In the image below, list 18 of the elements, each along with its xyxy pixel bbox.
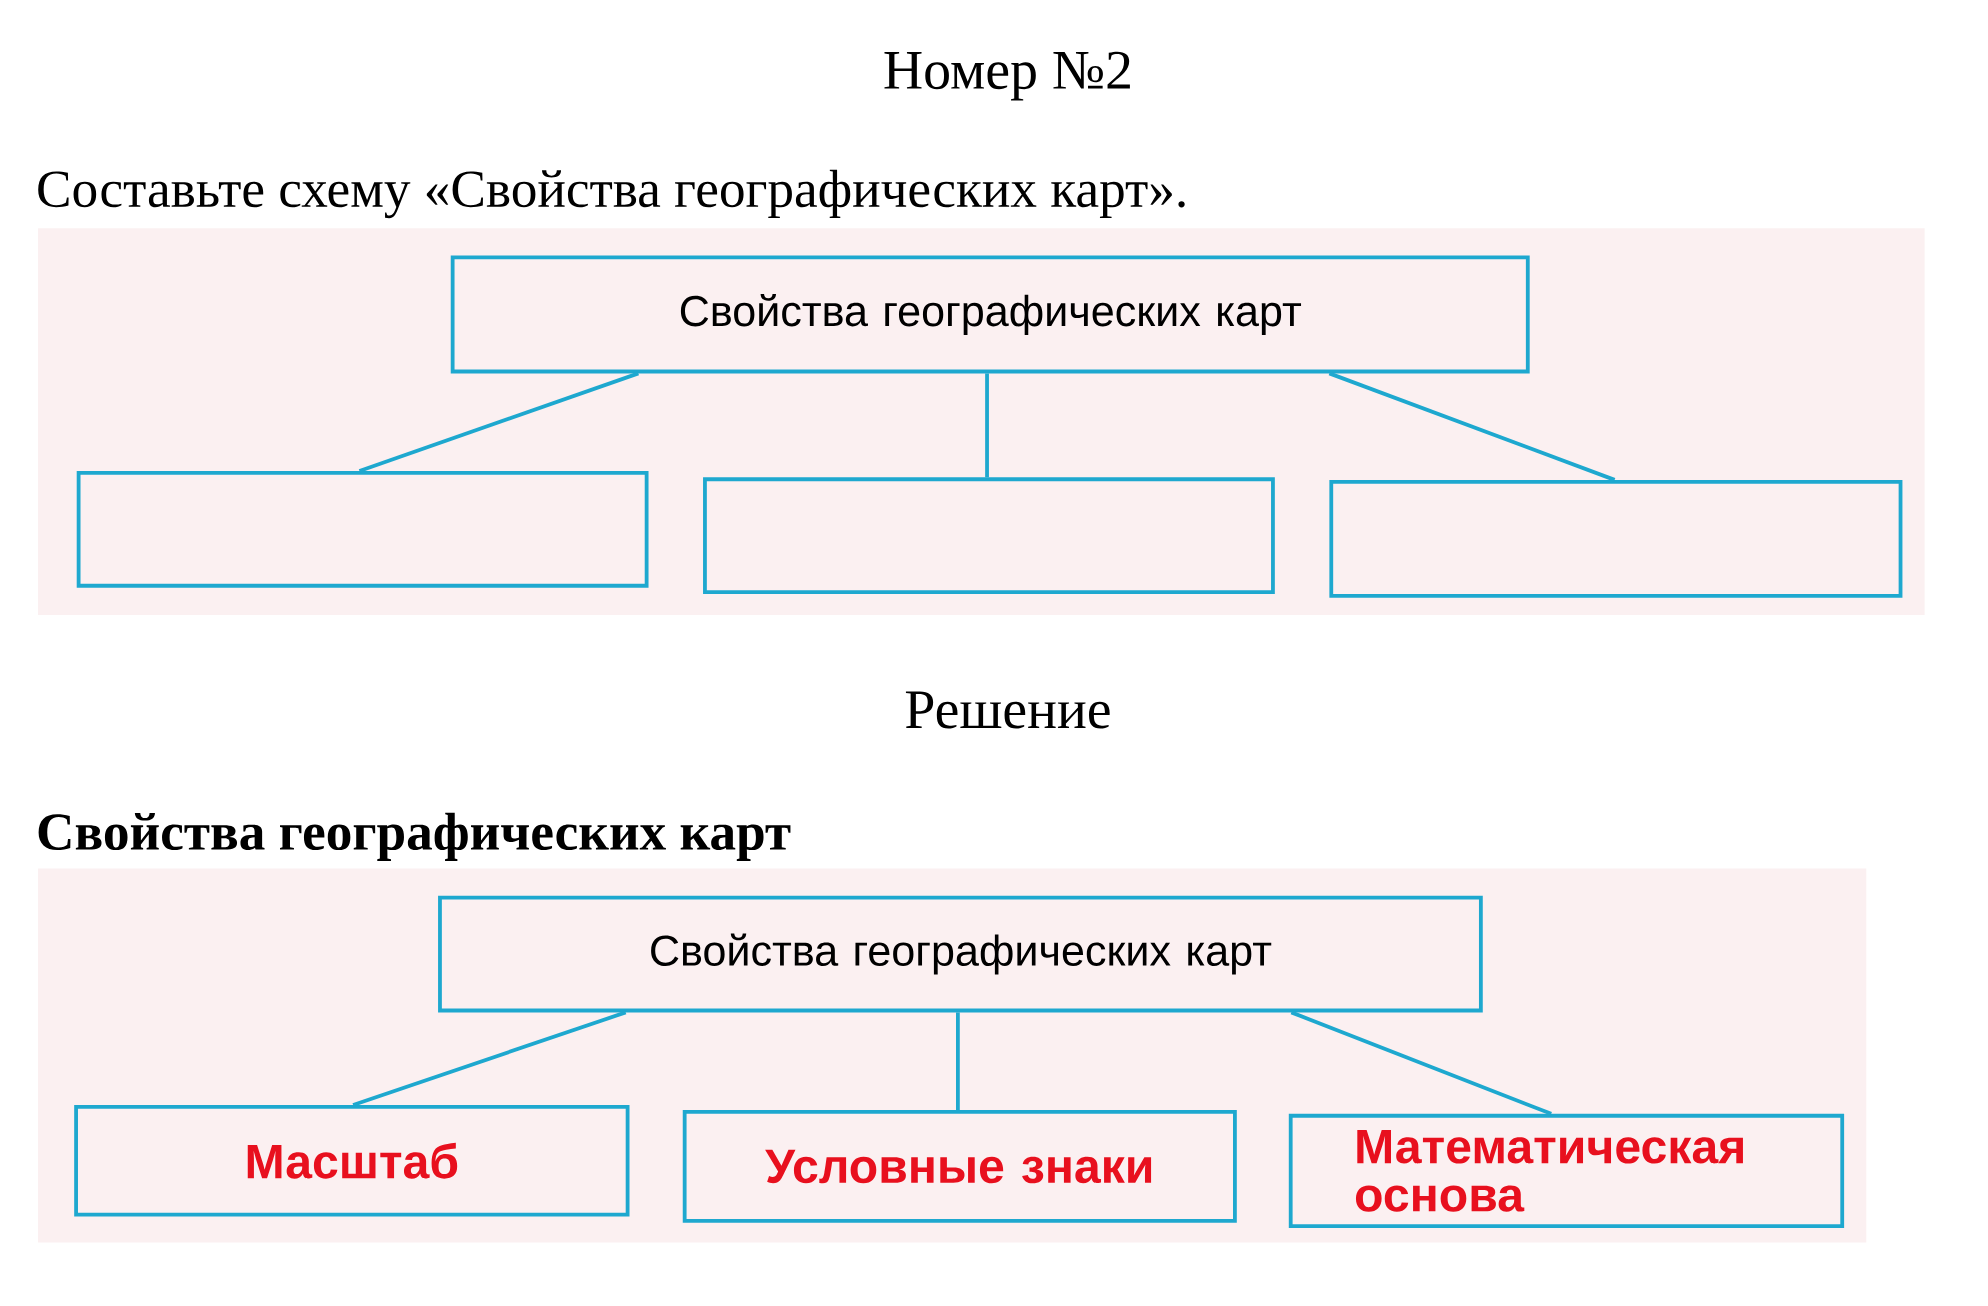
process-box: Свойства географических карт (438, 895, 1483, 1013)
connector-line (956, 1012, 960, 1111)
connector-line (985, 373, 989, 478)
process-box: Условные знаки (682, 1110, 1237, 1223)
connector-line (1290, 1010, 1552, 1116)
process-box: Свойства географических карт (450, 255, 1530, 374)
empty-box (76, 471, 649, 588)
instruction-text: Составьте схему «Свойства географических карт». (38, 169, 1185, 219)
connector-line (1328, 371, 1616, 482)
empty-box (1329, 479, 1903, 598)
title: Номер №2 (884, 51, 1130, 101)
connector-line (358, 371, 639, 473)
connector-line (352, 1010, 627, 1107)
process-box: Масштаб (74, 1105, 630, 1217)
heading: Свойства географических карт (38, 812, 791, 861)
heading: Решение (905, 691, 1110, 729)
empty-box (703, 477, 1275, 595)
process-box: Математическая основа (1288, 1113, 1845, 1228)
